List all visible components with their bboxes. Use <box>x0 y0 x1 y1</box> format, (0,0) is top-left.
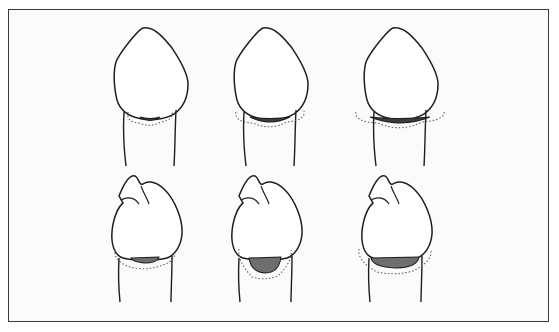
crown-outline <box>364 28 438 120</box>
caries-lesion <box>249 257 281 273</box>
bottom-tooth-1 <box>112 176 182 302</box>
caries-lesion <box>131 257 159 263</box>
crown-outline <box>234 28 308 120</box>
root-right-edge <box>171 256 172 302</box>
top-tooth-2 <box>234 28 308 166</box>
top-tooth-1 <box>114 28 188 166</box>
root-left-edge <box>374 112 376 166</box>
root-right-edge <box>421 256 422 302</box>
caries-lesion <box>371 257 419 268</box>
crown-outline <box>112 176 182 260</box>
bottom-row-teeth <box>112 176 432 302</box>
root-left-edge <box>239 258 240 302</box>
bottom-tooth-3 <box>359 176 432 302</box>
top-row-teeth <box>114 28 444 166</box>
root-left-edge <box>369 258 370 302</box>
bottom-tooth-2 <box>232 176 302 302</box>
crown-outline <box>232 176 302 260</box>
root-left-edge <box>119 258 120 302</box>
root-left-edge <box>244 112 246 166</box>
crown-outline <box>114 28 188 120</box>
root-right-edge <box>174 110 176 166</box>
top-tooth-3 <box>356 28 444 166</box>
root-right-edge <box>294 110 296 166</box>
root-left-edge <box>124 112 126 166</box>
crown-outline <box>362 176 432 260</box>
root-right-edge <box>291 256 292 302</box>
